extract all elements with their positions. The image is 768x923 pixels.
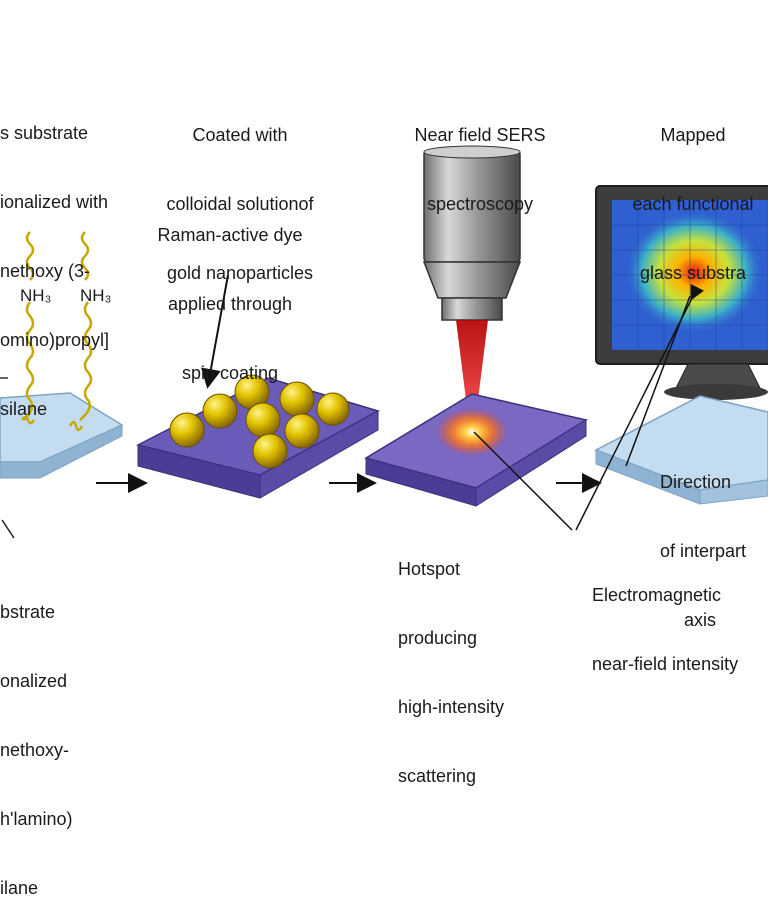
hotspot-label: Hotspot producing high-intensity scatter…: [398, 512, 504, 811]
step2-label: Coated with colloidal solutionof gold na…: [140, 78, 340, 308]
dye-label: Raman-active dye applied through spin co…: [130, 178, 330, 408]
sers-heatmap: [612, 200, 768, 350]
pointer-line-1: [1, 519, 15, 539]
em-pointer-line: [575, 283, 705, 531]
step4-label-line: each functional: [632, 194, 754, 214]
hotspot-pointer-line: [473, 431, 573, 531]
step1-bottom-label: bstrate onalized nethoxy- h'lamino) ilan…: [0, 555, 72, 923]
step1-label-line: ionalized with: [0, 192, 109, 212]
step1-bottom-line: ilane: [0, 878, 39, 898]
step1-bottom-line: h'lamino): [0, 809, 73, 829]
direction-label-line: Direction: [660, 472, 732, 492]
hotspot-label-line: producing: [398, 628, 478, 648]
step1-bottom-line: onalized: [0, 671, 68, 691]
hotspot-label-line: high-intensity: [398, 697, 505, 717]
hotspot-label-line: scattering: [398, 766, 477, 786]
step1-label-line: omino)propyl]: [0, 330, 110, 350]
nh3-label-1: NH₃: [20, 286, 52, 305]
step3-label-line: spectroscopy: [426, 194, 534, 214]
em-label: Electromagnetic near-field intensity: [592, 538, 738, 699]
step1-label: s substrate ionalized with nethoxy (3- o…: [0, 76, 109, 444]
step4-label-line: Mapped: [660, 125, 726, 145]
step3-label: Near field SERS spectroscopy: [400, 78, 560, 239]
step1-label-line: s substrate: [0, 123, 89, 143]
aminosilane-chain-2: [68, 231, 93, 432]
step3-label-line: Near field SERS: [414, 125, 546, 145]
step2-label-line: colloidal solutionof: [166, 194, 314, 214]
direction-label-line: axis: [684, 610, 717, 630]
step2-label-line: gold nanoparticles: [166, 263, 314, 283]
diagram-canvas: [0, 145, 768, 539]
microscope-objective-icon: [422, 145, 522, 321]
direction-label-line: of interpart: [660, 541, 747, 561]
direction-label: Direction of interpart axis: [660, 425, 746, 655]
hotspot-label-line: Hotspot: [398, 559, 461, 579]
gold-nanoparticle-icon: [169, 374, 350, 469]
laser-beam: [456, 320, 488, 432]
nh3-label-2: NH₃: [80, 286, 112, 305]
step1-label-line: nethoxy (3-: [0, 261, 91, 281]
em-label-line: near-field intensity: [592, 654, 739, 674]
step1-bottom-line: bstrate: [0, 602, 56, 622]
dye-pointer-arrow: [201, 274, 229, 389]
step2-label-line: Coated with: [192, 125, 288, 145]
dye-label-line: applied through: [167, 294, 293, 314]
step1-label-line: silane: [0, 399, 48, 419]
glass-substrate-4: [594, 395, 768, 505]
hotspot: [436, 408, 508, 456]
step4-label-line: glass substra: [639, 263, 747, 283]
aminosilane-chain-1: [20, 231, 36, 425]
dye-label-line: spin coating: [181, 363, 279, 383]
step4-label: Mapped each functional glass substra: [618, 78, 768, 308]
em-label-line: Electromagnetic: [592, 585, 722, 605]
step1-bottom-line: nethoxy-: [0, 740, 70, 760]
dye-label-line: Raman-active dye: [157, 225, 303, 245]
